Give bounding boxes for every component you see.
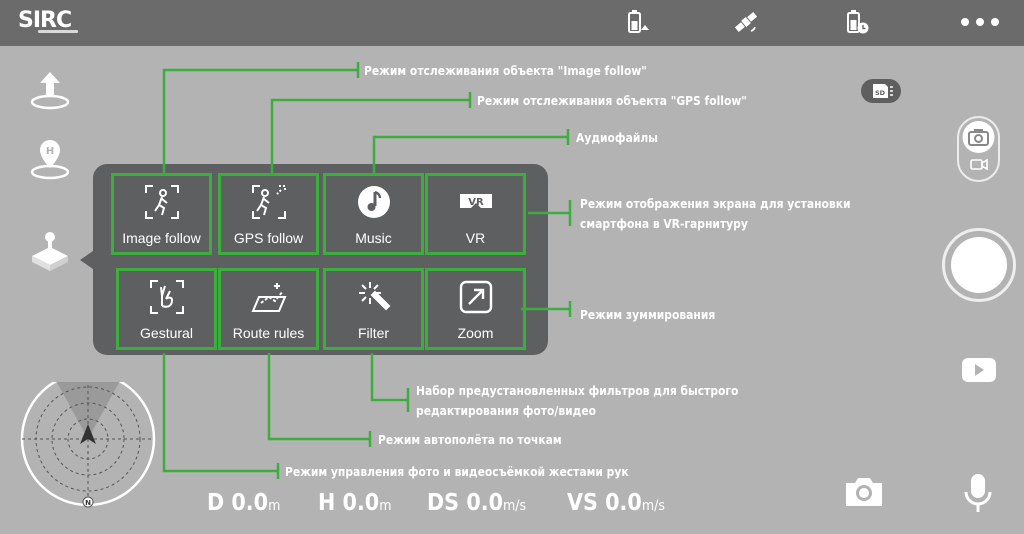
tile-gestural[interactable]: Gestural (116, 268, 217, 350)
toggle-graphic (962, 121, 995, 171)
panel-pointer (80, 251, 93, 269)
microphone-icon[interactable] (963, 472, 993, 514)
sd-card-label: SD (875, 89, 886, 97)
svg-text:VR: VR (468, 197, 484, 208)
telemetry-key: DS (427, 490, 460, 516)
tile-music[interactable]: Music (323, 173, 424, 255)
person-gps-icon (252, 185, 286, 219)
radar-compass: N (20, 382, 156, 508)
telemetry-unit: m (379, 498, 392, 514)
svg-text:H: H (46, 146, 54, 157)
tile-label: Image follow (122, 230, 201, 246)
takeoff-icon[interactable] (28, 68, 72, 112)
tile-route-rules[interactable]: Route rules (218, 268, 319, 350)
tile-image-follow[interactable]: Image follow (111, 173, 212, 255)
telemetry-distance: D 0.0m (207, 490, 280, 516)
music-note-icon (358, 186, 390, 218)
telemetry-key: H (318, 490, 336, 516)
tile-label: GPS follow (233, 230, 304, 246)
vr-headset-icon: VR (460, 194, 492, 208)
telemetry-value: 0.0 (466, 490, 503, 516)
youtube-icon[interactable] (961, 357, 997, 383)
tile-vr[interactable]: VR VR (425, 173, 526, 255)
heading-arrow-icon (80, 424, 96, 444)
sd-card-icon: SD (873, 84, 893, 98)
annotation-music: Аудиофайлы (576, 130, 658, 145)
route-icon (251, 283, 287, 312)
telemetry-height: H 0.0m (318, 490, 391, 516)
tile-zoom[interactable]: Zoom (425, 268, 526, 350)
logo-underline (38, 30, 78, 33)
tile-filter[interactable]: Filter (323, 268, 424, 350)
shutter-inner (951, 237, 1007, 293)
gallery-camera-icon[interactable] (844, 474, 884, 508)
more-menu-icon[interactable] (960, 14, 1000, 30)
telemetry-vertical-speed: VS 0.0m/s (567, 490, 665, 516)
telemetry-unit: m/s (502, 498, 527, 514)
telemetry-value: 0.0 (231, 490, 269, 516)
annotation-gps-follow: Режим отслеживания объекта "GPS follow" (477, 93, 747, 108)
zoom-arrow-icon (459, 280, 493, 314)
sirc-logo: SIRC (18, 8, 72, 33)
annotation-filter-line1: Набор предустановленных фильтров для быс… (416, 383, 739, 398)
sd-card-badge[interactable]: SD (861, 79, 901, 103)
annotation-zoom: Режим зуммирования (580, 307, 716, 322)
telemetry-horizontal-speed: DS 0.0m/s (427, 490, 526, 516)
video-camera-icon (970, 158, 988, 171)
magic-wand-icon (359, 282, 391, 311)
telemetry-unit: m (268, 498, 281, 514)
tile-gps-follow[interactable]: GPS follow (218, 173, 319, 255)
top-bar: SIRC (0, 0, 1024, 46)
tile-label: Gestural (140, 325, 193, 341)
annotation-gestural: Режим управления фото и видеосъёмкой жес… (285, 464, 629, 479)
joystick-icon[interactable] (28, 230, 72, 274)
telemetry-value: 0.0 (342, 490, 380, 516)
tile-label: VR (465, 230, 486, 246)
photo-video-toggle[interactable] (957, 116, 1000, 182)
shutter-button[interactable] (942, 228, 1016, 302)
tile-label: Filter (357, 325, 390, 341)
hand-gesture-icon (150, 280, 184, 314)
annotation-vr-line2: смартфона в VR-гарнитуру (580, 216, 748, 231)
camera-icon (968, 129, 989, 146)
tile-label: Zoom (457, 325, 494, 341)
annotation-image-follow: Режим отслеживания объекта "Image follow… (364, 63, 647, 78)
drone-battery-icon[interactable] (623, 8, 651, 36)
return-home-icon[interactable]: H (28, 138, 72, 182)
tile-label: Route rules (232, 325, 305, 341)
north-label: N (85, 499, 91, 507)
phone-battery-icon[interactable] (843, 8, 871, 36)
telemetry-value: 0.0 (605, 490, 642, 516)
person-track-icon (145, 185, 179, 219)
annotation-route: Режим автополёта по точкам (378, 432, 562, 447)
annotation-vr-line1: Режим отображения экрана для установки (580, 196, 851, 211)
telemetry-key: D (207, 490, 225, 516)
satellite-icon[interactable] (732, 8, 760, 36)
tile-label: Music (355, 230, 392, 246)
telemetry-key: VS (567, 490, 598, 516)
telemetry-unit: m/s (641, 498, 665, 514)
annotation-filter-line2: редактирования фото/видео (416, 403, 597, 418)
